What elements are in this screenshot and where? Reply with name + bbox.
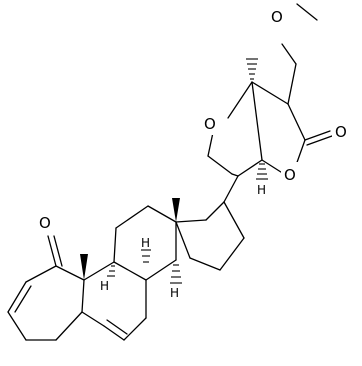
methyl-hashed-bond	[246, 58, 258, 80]
ketone-oxygen-label: O	[39, 214, 51, 232]
bridgehead-h-label: H	[257, 183, 266, 197]
c10-methyl-wedge	[80, 254, 88, 280]
c8-h-label: H	[141, 236, 150, 250]
c9-h-label: H	[100, 279, 109, 293]
methoxy-oxygen-label: O	[271, 8, 283, 26]
steroid-d-ring	[175, 201, 245, 271]
bicyclic-lactone-cage	[207, 58, 333, 203]
ether-oxygen-label: O	[204, 115, 216, 133]
steroid-c-ring	[113, 198, 180, 281]
atom-labels: O O O O O H H H H	[36, 4, 352, 300]
bridgehead-h-hashed-bond	[256, 163, 268, 180]
steroid-b-ring	[81, 261, 147, 341]
lactone-ring-oxygen-label: O	[284, 166, 296, 184]
steroid-a-ring	[7, 235, 88, 341]
steroid-stereo-h-bonds	[107, 249, 182, 284]
c13-methyl-wedge	[172, 198, 180, 222]
methoxymethyl-group	[281, 3, 318, 105]
lactone-carbonyl-oxygen-label: O	[335, 123, 347, 141]
c14-h-label: H	[170, 286, 179, 300]
